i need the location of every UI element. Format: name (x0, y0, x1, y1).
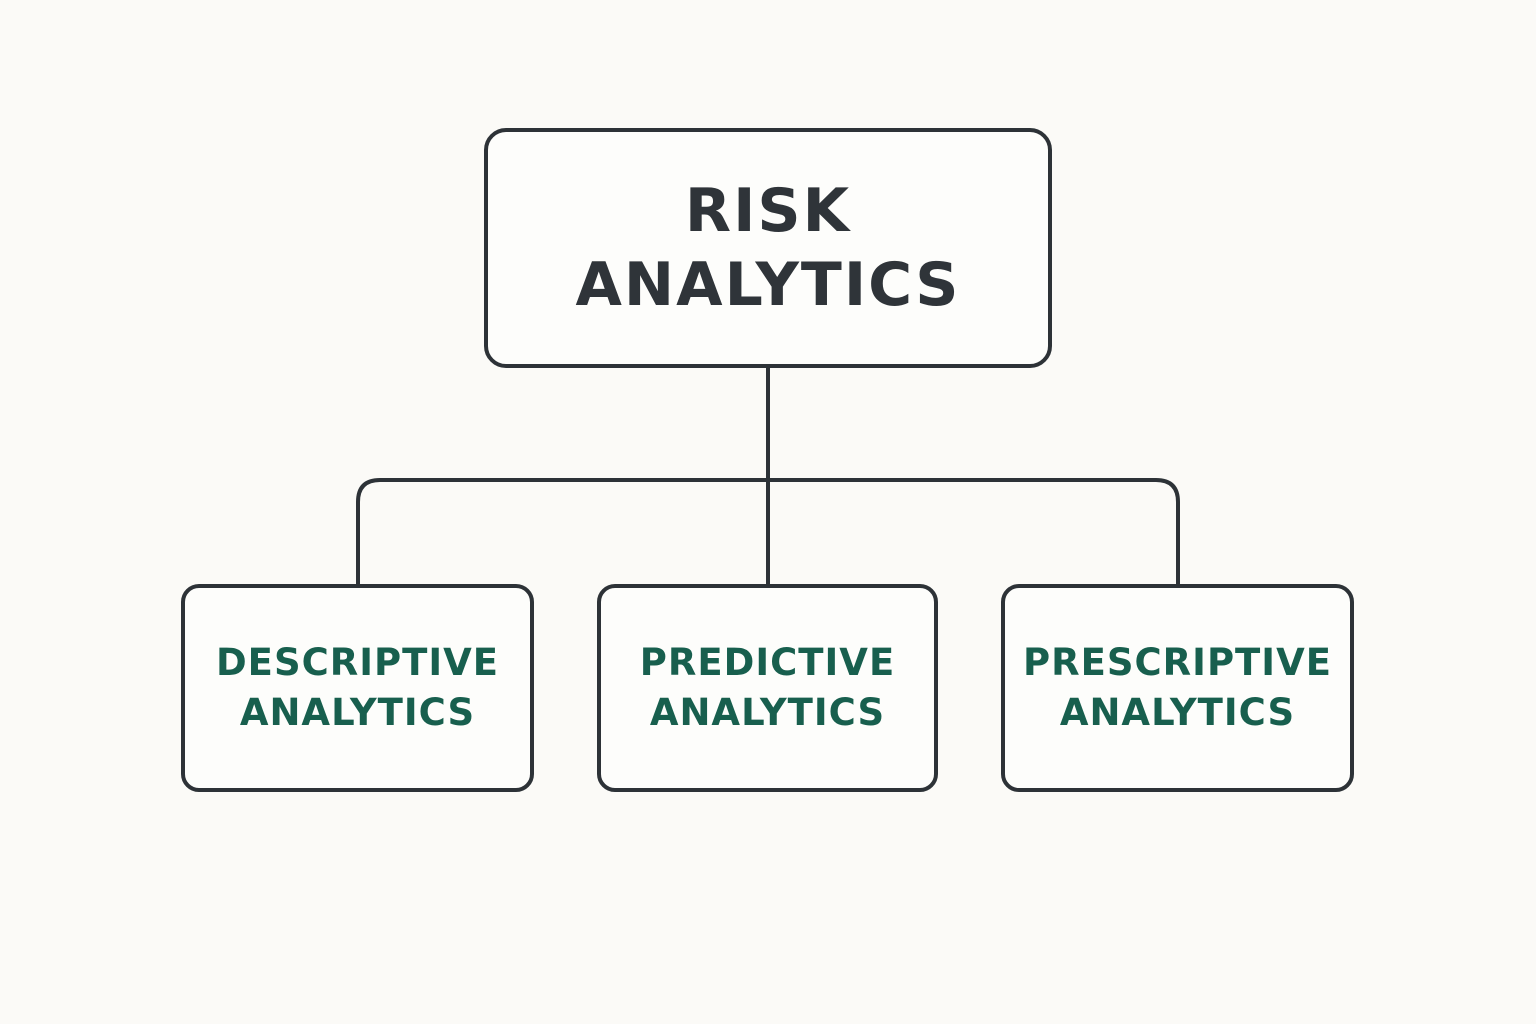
descriptive-node-label-line-1: DESCRIPTIVE (215, 641, 500, 684)
prescriptive-node-label-line-1: PRESCRIPTIVE (1023, 641, 1332, 684)
descriptive-analytics-node: DESCRIPTIVE ANALYTICS (181, 584, 534, 792)
prescriptive-analytics-node: PRESCRIPTIVE ANALYTICS (1001, 584, 1354, 792)
predictive-node-label-line-2: ANALYTICS (649, 691, 886, 734)
branch-connector (356, 478, 1180, 586)
prescriptive-node-label-line-2: ANALYTICS (1059, 691, 1296, 734)
predictive-node-label-line-1: PREDICTIVE (639, 641, 896, 684)
root-node-label-line-1: RISK (684, 176, 852, 246)
predictive-analytics-node: PREDICTIVE ANALYTICS (597, 584, 938, 792)
descriptive-node-label-line-2: ANALYTICS (239, 691, 476, 734)
root-node-label-line-2: ANALYTICS (575, 250, 961, 320)
risk-analytics-node: RISK ANALYTICS (484, 128, 1052, 368)
